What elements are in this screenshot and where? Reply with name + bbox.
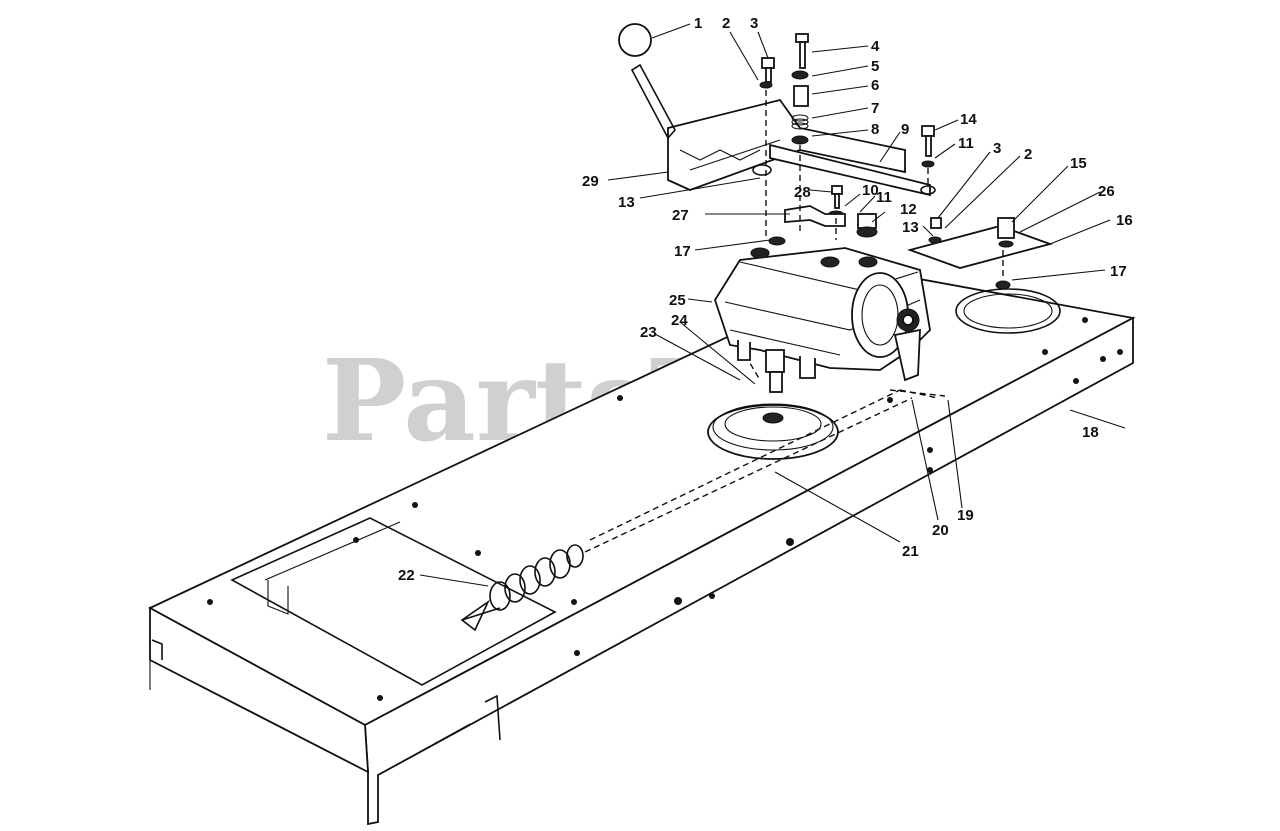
- callout-6: 6: [871, 77, 879, 94]
- callout-4: 4: [871, 38, 880, 55]
- callout-12: 12: [900, 201, 917, 218]
- callout-24: 24: [671, 312, 688, 329]
- callout-3b: 3: [993, 140, 1001, 157]
- callout-10: 10: [862, 182, 879, 199]
- callout-16: 16: [1116, 212, 1133, 229]
- callout-17b: 17: [1110, 263, 1127, 280]
- spring: [460, 544, 584, 632]
- pulley: [707, 403, 839, 460]
- callout-11a: 11: [958, 135, 974, 152]
- callout-29: 29: [582, 173, 599, 190]
- guide-lines: [765, 90, 1004, 280]
- callout-26: 26: [1098, 183, 1115, 200]
- callout-28: 28: [794, 184, 811, 201]
- callout-23: 23: [640, 324, 657, 341]
- frame-holes: [207, 317, 1123, 701]
- callout-1: 1: [694, 15, 702, 32]
- callout-25: 25: [669, 292, 686, 309]
- callout-14: 14: [960, 111, 977, 128]
- frame: [148, 269, 1136, 826]
- callout-17a: 17: [674, 243, 691, 260]
- callouts: 1 2 3 4 5 6 7 8 9 11 14 3 2 15 26 16 29 …: [398, 15, 1133, 584]
- transmission: [714, 247, 931, 393]
- callout-22: 22: [398, 567, 415, 584]
- callout-2: 2: [722, 15, 730, 32]
- callout-13b: 13: [902, 219, 919, 236]
- callout-27: 27: [672, 207, 689, 224]
- callout-9: 9: [901, 121, 909, 138]
- callout-13a: 13: [618, 194, 635, 211]
- callout-5: 5: [871, 58, 879, 75]
- callout-8: 8: [871, 121, 879, 138]
- callout-21: 21: [902, 543, 919, 560]
- callout-7: 7: [871, 100, 879, 117]
- knob: [618, 23, 652, 57]
- callout-3: 3: [750, 15, 758, 32]
- fasteners: [752, 33, 1054, 290]
- shift-lever: [630, 63, 931, 197]
- callout-15: 15: [1070, 155, 1087, 172]
- leader-lines: [419, 23, 1126, 587]
- callout-2b: 2: [1024, 146, 1032, 163]
- callout-11b: 11: [876, 189, 892, 206]
- callout-18: 18: [1082, 424, 1099, 441]
- callout-19: 19: [957, 507, 974, 524]
- shift-plate: [667, 98, 906, 191]
- callout-20: 20: [932, 522, 949, 539]
